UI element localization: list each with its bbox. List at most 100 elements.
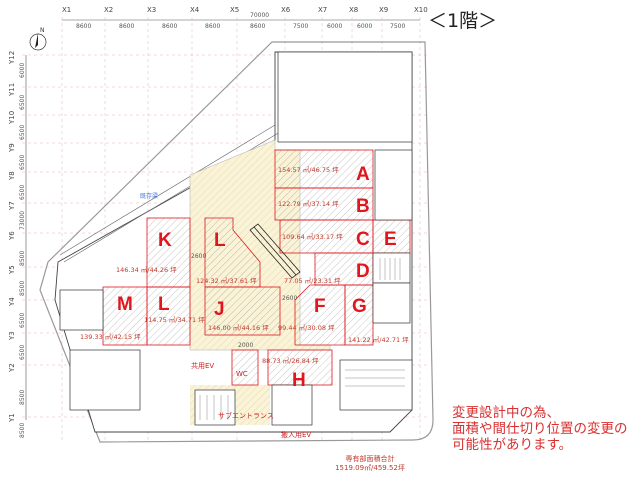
axis-label: Y9 [8, 143, 16, 153]
tenant-area: 77.05 ㎡/23.31 坪 [284, 276, 341, 285]
tenant-area: 146.34 ㎡/44.26 坪 [116, 265, 177, 274]
axis-label: X10 [414, 6, 428, 14]
span-label: 6500 [19, 313, 26, 328]
span-label: 8600 [250, 23, 265, 30]
total-area: 専有部面積合計 1519.09㎡/459.52坪 [325, 455, 415, 473]
dimension-label: 2600 [282, 295, 297, 302]
tenant-letter: B [356, 196, 370, 217]
tenant-k [146, 217, 191, 288]
span-label: 6500 [19, 95, 26, 110]
tenant-area: 122.79 ㎡/37.14 坪 [278, 199, 339, 208]
span-label: 8500 [19, 251, 26, 266]
span-label: 8600 [119, 23, 134, 30]
tenant-areas [102, 149, 411, 386]
tenant-letter: K [158, 230, 172, 251]
span-label: 8600 [76, 23, 91, 30]
tenant-letter: F [314, 296, 326, 317]
total-area-value: 1519.09㎡/459.52坪 [335, 464, 405, 472]
note-line: 変更設計中の為、 [452, 405, 560, 421]
tenant-j [204, 286, 281, 336]
axis-label: X1 [62, 6, 71, 14]
tenant-l-lower [146, 286, 191, 346]
span-label: 8600 [162, 23, 177, 30]
axis-label: Y8 [8, 171, 16, 181]
dimension-label: 2000 [238, 342, 253, 349]
freight-ev-label: 搬入用EV [281, 430, 311, 439]
note-line: 面積や間仕切り位置の変更の [452, 421, 628, 437]
span-label: 8500 [19, 390, 26, 405]
axis-label: Y6 [8, 231, 16, 241]
tenant-area: 88.73 ㎡/26.84 坪 [262, 356, 319, 365]
axis-label: Y7 [8, 201, 16, 211]
axis-label: Y2 [8, 363, 16, 373]
wc-area [231, 349, 259, 386]
span-label: 6500 [19, 185, 26, 200]
tenant-letter: H [292, 370, 306, 391]
axis-label: Y10 [8, 111, 16, 125]
axis-label: X4 [190, 6, 200, 14]
tenant-c [279, 219, 374, 254]
shared-ev-label: 共用EV [191, 361, 214, 370]
stair-lines [199, 258, 405, 420]
sub-entrance-label: サブエントランス [218, 411, 274, 420]
span-label: 6000 [327, 23, 342, 30]
tenant-letter: A [356, 164, 370, 185]
axis-label: X5 [230, 6, 239, 14]
span-label: 7500 [390, 23, 405, 30]
axis-label: X2 [104, 6, 113, 14]
tenant-area: 139.33 ㎡/42.15 坪 [80, 332, 141, 341]
axis-label: Y4 [8, 297, 16, 307]
tenant-area: 154.57 ㎡/46.75 坪 [278, 165, 339, 174]
span-label: 6500 [19, 125, 26, 140]
total-span: 70000 [250, 12, 269, 19]
wc-label: WC [236, 370, 248, 378]
axis-label: X7 [318, 6, 327, 14]
tenant-d [314, 252, 374, 286]
tenant-area: 114.75 ㎡/34.71 坪 [144, 315, 205, 324]
tenant-letter: C [356, 229, 370, 250]
floor-title: ＜1階＞ [428, 10, 498, 32]
span-label: 8600 [205, 23, 220, 30]
tenant-g [344, 284, 374, 346]
tenant-area: 146.00 ㎡/44.16 坪 [208, 323, 269, 332]
tenant-a [274, 149, 374, 189]
change-note: 変更設計中の為、 面積や間仕切り位置の変更の 可能性があります。 [452, 405, 628, 453]
axis-label: Y5 [8, 265, 16, 275]
span-label: 6000 [19, 63, 26, 78]
north-arrow-icon: N [29, 27, 47, 51]
axis-label: X8 [349, 6, 358, 14]
tenant-letter: L [214, 230, 226, 251]
tenant-letter: J [214, 299, 225, 320]
core-rooms [59, 51, 413, 426]
dimension-label: 2600 [191, 253, 206, 260]
span-label: 8500 [19, 281, 26, 296]
total-area-title: 専有部面積合計 [345, 455, 395, 463]
span-label: 6000 [357, 23, 372, 30]
span-label: 6500 [19, 155, 26, 170]
north-label: N [40, 27, 45, 34]
tenant-h [267, 349, 333, 386]
span-label: 7500 [293, 23, 308, 30]
tenant-letter: M [117, 294, 133, 315]
tenant-f [294, 284, 346, 346]
note-line: 可能性があります。 [452, 437, 573, 453]
axis-label: Y3 [8, 331, 16, 341]
tenant-letter: G [352, 296, 367, 317]
tenant-area: 109.64 ㎡/33.17 坪 [282, 232, 343, 241]
tenant-letter: L [158, 294, 170, 315]
axis-label: Y1 [8, 413, 16, 423]
span-label: 8500 [19, 423, 26, 438]
escalator [249, 223, 301, 279]
axis-label: Y11 [8, 83, 16, 97]
tenant-area: 141.22 ㎡/42.71 坪 [348, 335, 409, 344]
tenant-m [102, 286, 148, 346]
span-label: 6500 [19, 345, 26, 360]
existing-beam-label: 既存梁 [140, 192, 158, 200]
axis-label: X3 [147, 6, 156, 14]
tenant-area: 99.44 ㎡/30.08 坪 [278, 323, 335, 332]
tenant-area: 124.32 ㎡/37.61 坪 [196, 276, 257, 285]
axis-label: X9 [379, 6, 388, 14]
total-span: 73000 [19, 211, 26, 230]
axis-label: X6 [281, 6, 291, 14]
